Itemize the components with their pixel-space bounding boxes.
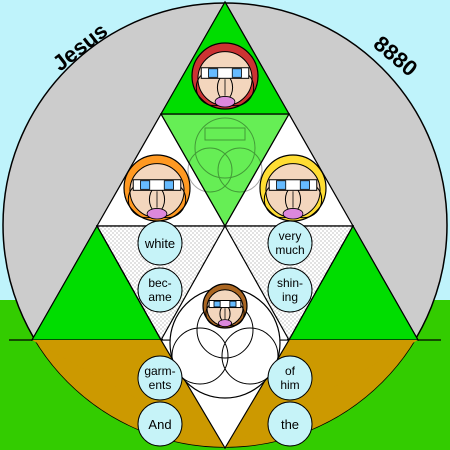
top-face-glasses	[200, 67, 250, 79]
left-face	[123, 154, 191, 222]
bubble-white: white	[137, 220, 183, 266]
bubble-very-much-line2: much	[275, 243, 304, 257]
right-face-left-eye	[276, 180, 287, 190]
bubble-became-line2: ame	[148, 290, 172, 304]
bubble-became-line1: bec-	[148, 276, 171, 290]
top-face-right-eye	[231, 68, 242, 78]
bubble-garments: garm- ents	[137, 355, 183, 401]
bubble-the-text: the	[281, 417, 299, 432]
bubble-of-him-line2: him	[280, 378, 299, 392]
ghost-face	[187, 117, 263, 193]
center-face-left-eye	[213, 300, 221, 308]
top-face	[191, 42, 259, 110]
bubble-and: And	[137, 401, 183, 447]
bubble-of-him: of him	[267, 355, 313, 401]
right-face-glasses	[268, 179, 318, 191]
center-face-glasses	[208, 300, 242, 309]
right-face-mouth	[282, 208, 304, 220]
center-face-mouth	[217, 319, 232, 328]
top-face-mouth	[214, 96, 236, 108]
bubble-very-much: very much	[267, 220, 313, 266]
right-face-right-eye	[299, 180, 310, 190]
bubble-garments-line1: garm-	[144, 364, 175, 378]
bubble-shining-line1: shin-	[277, 276, 303, 290]
center-face	[202, 283, 248, 329]
bubble-of-him-line1: of	[285, 364, 296, 378]
left-face-mouth	[146, 208, 168, 220]
bubble-shining-line2: ing	[282, 290, 298, 304]
center-face-right-eye	[229, 300, 237, 308]
bubble-white-text: white	[144, 236, 175, 251]
bubble-garments-line2: ents	[149, 378, 172, 392]
right-face	[259, 154, 327, 222]
bubble-very-much-line1: very	[279, 229, 302, 243]
top-face-left-eye	[208, 68, 219, 78]
left-face-left-eye	[140, 180, 151, 190]
bubble-became: bec- ame	[137, 267, 183, 313]
left-face-glasses	[132, 179, 182, 191]
left-face-right-eye	[163, 180, 174, 190]
bubble-and-text: And	[148, 417, 171, 432]
bubble-shining: shin- ing	[267, 267, 313, 313]
bubble-the: the	[267, 401, 313, 447]
